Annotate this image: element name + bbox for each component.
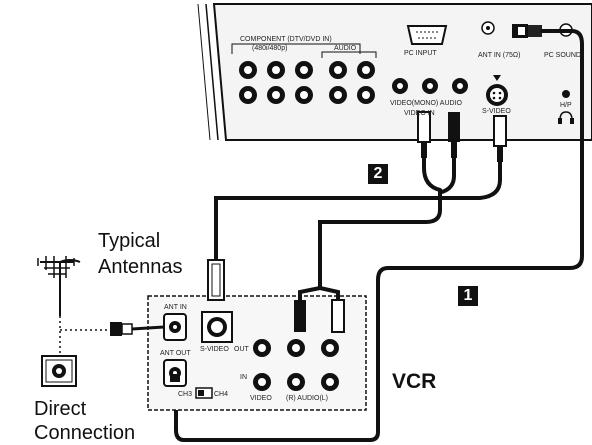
ch-switch-icon [195, 387, 213, 399]
antenna-icon [37, 256, 130, 354]
tv-s-video-port-icon [486, 75, 508, 106]
jack-pr-icon [295, 61, 313, 79]
vcr-back-panel [147, 295, 367, 411]
jack-audio-r-icon [357, 61, 375, 79]
jack-y-icon [239, 61, 257, 79]
headphone-jack-icon [558, 90, 574, 124]
tv-s-video-label: S-VIDEO [482, 108, 511, 115]
component-header-label: COMPONENT (DTV/DVD IN) [240, 36, 332, 43]
rf-cable [174, 29, 584, 442]
vcr-ant-out-port-icon [163, 359, 187, 387]
vcr-s-video-plug-icon [207, 259, 225, 301]
av-cable-bundle [214, 156, 502, 290]
vcr-ant-out-label: ANT OUT [160, 350, 191, 357]
tv-ant-in-label: ANT IN (75Ω) [478, 52, 521, 59]
typical-antennas-label-line2: Antennas [98, 256, 183, 278]
headphone-label: H/P [560, 102, 572, 109]
step-1-marker: 1 [458, 286, 478, 306]
direct-connection-label-line1: Direct [34, 398, 87, 420]
vcr-rca-plugs-icon [294, 286, 345, 333]
tv-rca-plugs-icon [417, 111, 507, 162]
ch4-label: CH4 [214, 391, 229, 398]
typical-antennas-label-line1: Typical [98, 230, 161, 252]
vcr-s-video-label: S-VIDEO [200, 346, 229, 353]
video-in-label: VIDEO IN [404, 110, 435, 117]
f-connector-plug-icon [110, 322, 165, 336]
vcr-out-label: OUT [234, 346, 249, 353]
audio-label: AUDIO [334, 45, 357, 52]
jack-audio-l-icon [329, 61, 347, 79]
ch3-label: CH3 [178, 391, 193, 398]
pc-input-port-icon [406, 25, 448, 45]
vcr-video-label: VIDEO [250, 395, 272, 402]
vcr-audio-rl-label: (R) AUDIO(L) [286, 395, 328, 402]
jack-pb-icon [267, 61, 285, 79]
tv-ant-in-port-icon [481, 21, 542, 38]
vcr-label: VCR [392, 370, 437, 393]
tv-lower-jacks [239, 78, 468, 104]
vcr-ant-in-port-icon [163, 313, 187, 341]
vcr-s-video-port-icon [201, 311, 233, 343]
pc-sound-label: PC SOUND [544, 52, 581, 59]
pc-input-label: PC INPUT [404, 50, 437, 57]
direct-connection-label-line2: Connection [34, 422, 136, 444]
wall-outlet-icon [41, 355, 77, 387]
video-audio-in-label: VIDEO(MONO) AUDIO [390, 100, 462, 107]
vcr-in-label: IN [240, 374, 247, 381]
component-sub-label: (480i/480p) [252, 45, 288, 52]
vcr-ant-in-label: ANT IN [164, 304, 187, 311]
step-2-marker: 2 [368, 164, 388, 184]
tv-component-jacks [239, 61, 375, 79]
tv-back-panel [197, 3, 592, 141]
